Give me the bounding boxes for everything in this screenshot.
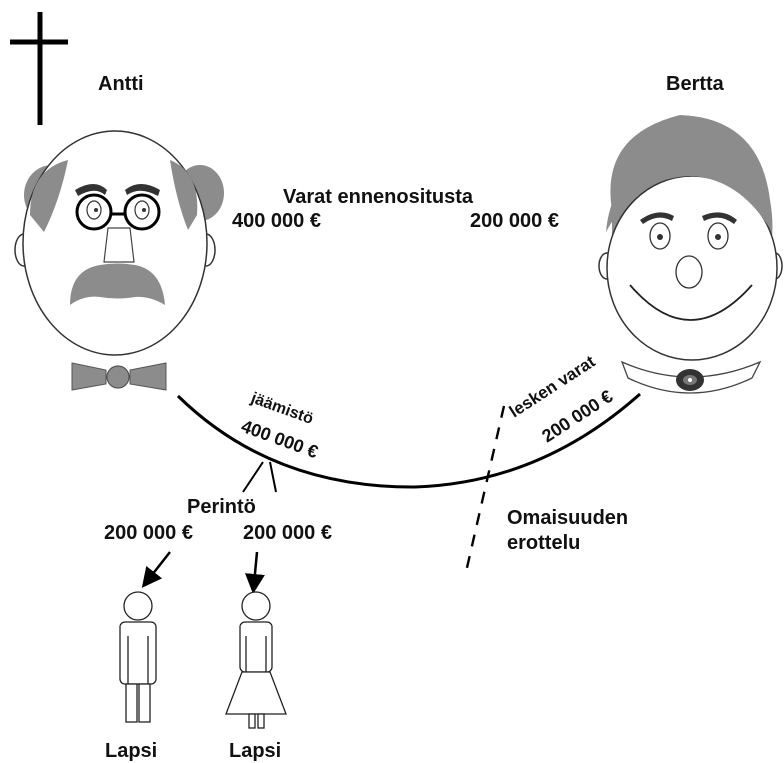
- right-assets-value: 200 000 €: [470, 210, 559, 232]
- assets-title: Varat ennenositusta: [283, 186, 474, 208]
- inheritance-share-left: 200 000 €: [104, 522, 193, 544]
- man-icon: [15, 131, 224, 390]
- left-assets-value: 400 000 €: [232, 210, 321, 232]
- inheritance-label: Perintö: [187, 496, 256, 518]
- arrow-to-child2: [254, 552, 257, 584]
- woman-icon: [599, 115, 782, 393]
- child1-label: Lapsi: [105, 740, 157, 762]
- child2-label: Lapsi: [229, 740, 281, 762]
- arrow-to-child1: [148, 552, 170, 580]
- cross-icon: [10, 12, 68, 125]
- separation-line: [466, 406, 504, 572]
- separation-line1: Omaisuuden: [507, 507, 628, 529]
- left-person-name: Antti: [98, 73, 144, 95]
- inheritance-connector-left: [243, 462, 263, 492]
- child-icon: [226, 592, 286, 728]
- child-icon: [120, 592, 156, 722]
- inheritance-connector-right: [270, 462, 276, 492]
- separation-line2: erottelu: [507, 532, 580, 554]
- right-person-name: Bertta: [666, 73, 725, 95]
- inheritance-share-right: 200 000 €: [243, 522, 332, 544]
